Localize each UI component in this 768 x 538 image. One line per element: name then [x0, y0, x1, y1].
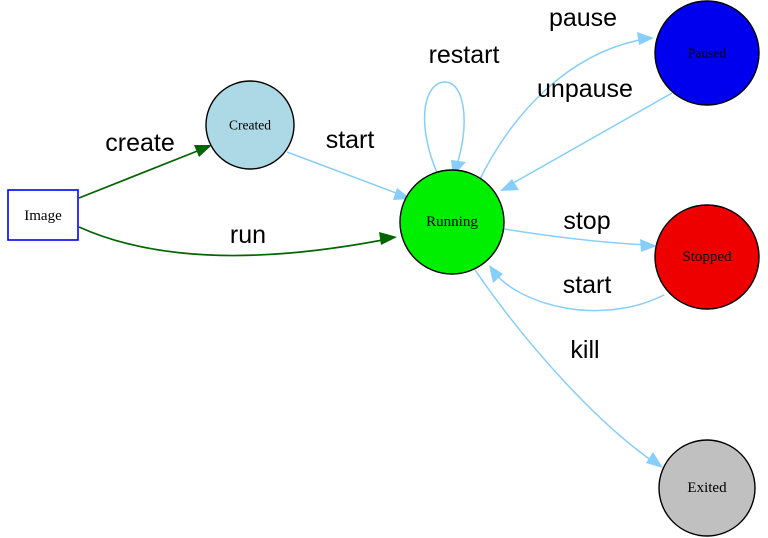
- nodes-layer: Image Created Running Paused Stopped: [7, 0, 760, 537]
- edge-start-created-running[interactable]: [286, 151, 411, 200]
- edge-label-unpause: unpause: [537, 75, 633, 103]
- edge-unpause-path: [507, 92, 673, 187]
- node-created[interactable]: Created: [205, 80, 295, 170]
- node-running[interactable]: Running: [399, 169, 505, 275]
- edge-restart-path: [423, 81, 465, 174]
- node-paused-circle: [654, 0, 760, 106]
- edge-kill-path: [474, 269, 656, 464]
- edge-pause-path: [476, 38, 646, 186]
- edge-labels-layer: create run start restart pause unpause s…: [105, 4, 633, 364]
- node-exited-circle: [658, 439, 756, 537]
- edge-label-stop: stop: [563, 207, 610, 235]
- edge-start1-path: [286, 151, 405, 197]
- node-created-circle: [205, 80, 295, 170]
- node-running-circle: [399, 169, 505, 275]
- edge-label-run: run: [230, 221, 266, 249]
- edge-start2-arrowhead: [489, 265, 503, 283]
- edge-stop-path: [503, 228, 649, 246]
- edge-run-path: [78, 226, 389, 257]
- edge-create-path: [78, 147, 206, 199]
- edge-kill-arrowhead: [646, 452, 663, 468]
- edge-label-create: create: [105, 129, 174, 157]
- edge-label-restart: restart: [429, 41, 500, 69]
- node-image[interactable]: Image: [7, 189, 79, 241]
- node-stopped[interactable]: Stopped: [654, 204, 760, 310]
- node-stopped-circle: [654, 204, 760, 310]
- edge-kill[interactable]: [474, 269, 663, 468]
- edge-start2-path: [493, 271, 665, 312]
- node-paused[interactable]: Paused: [654, 0, 760, 106]
- edge-unpause[interactable]: [500, 92, 673, 191]
- edge-stop[interactable]: [503, 228, 657, 252]
- edge-pause-arrowhead: [637, 32, 654, 45]
- edge-restart[interactable]: [423, 81, 466, 176]
- edge-run-arrowhead: [379, 232, 397, 245]
- edge-label-pause: pause: [549, 4, 617, 32]
- edge-label-start-stopped: start: [563, 271, 612, 299]
- edges-layer: [78, 32, 673, 468]
- node-image-rect: [7, 189, 79, 241]
- edge-start-stopped-running[interactable]: [489, 265, 665, 312]
- edge-create[interactable]: [78, 145, 212, 199]
- edge-label-start-created: start: [326, 126, 375, 154]
- node-exited[interactable]: Exited: [658, 439, 756, 537]
- edge-unpause-arrowhead: [500, 179, 519, 191]
- edge-create-arrowhead: [194, 145, 212, 157]
- edge-run[interactable]: [78, 226, 397, 257]
- edge-label-kill: kill: [570, 336, 599, 364]
- edge-pause[interactable]: [476, 32, 654, 186]
- edge-stop-arrowhead: [640, 239, 657, 252]
